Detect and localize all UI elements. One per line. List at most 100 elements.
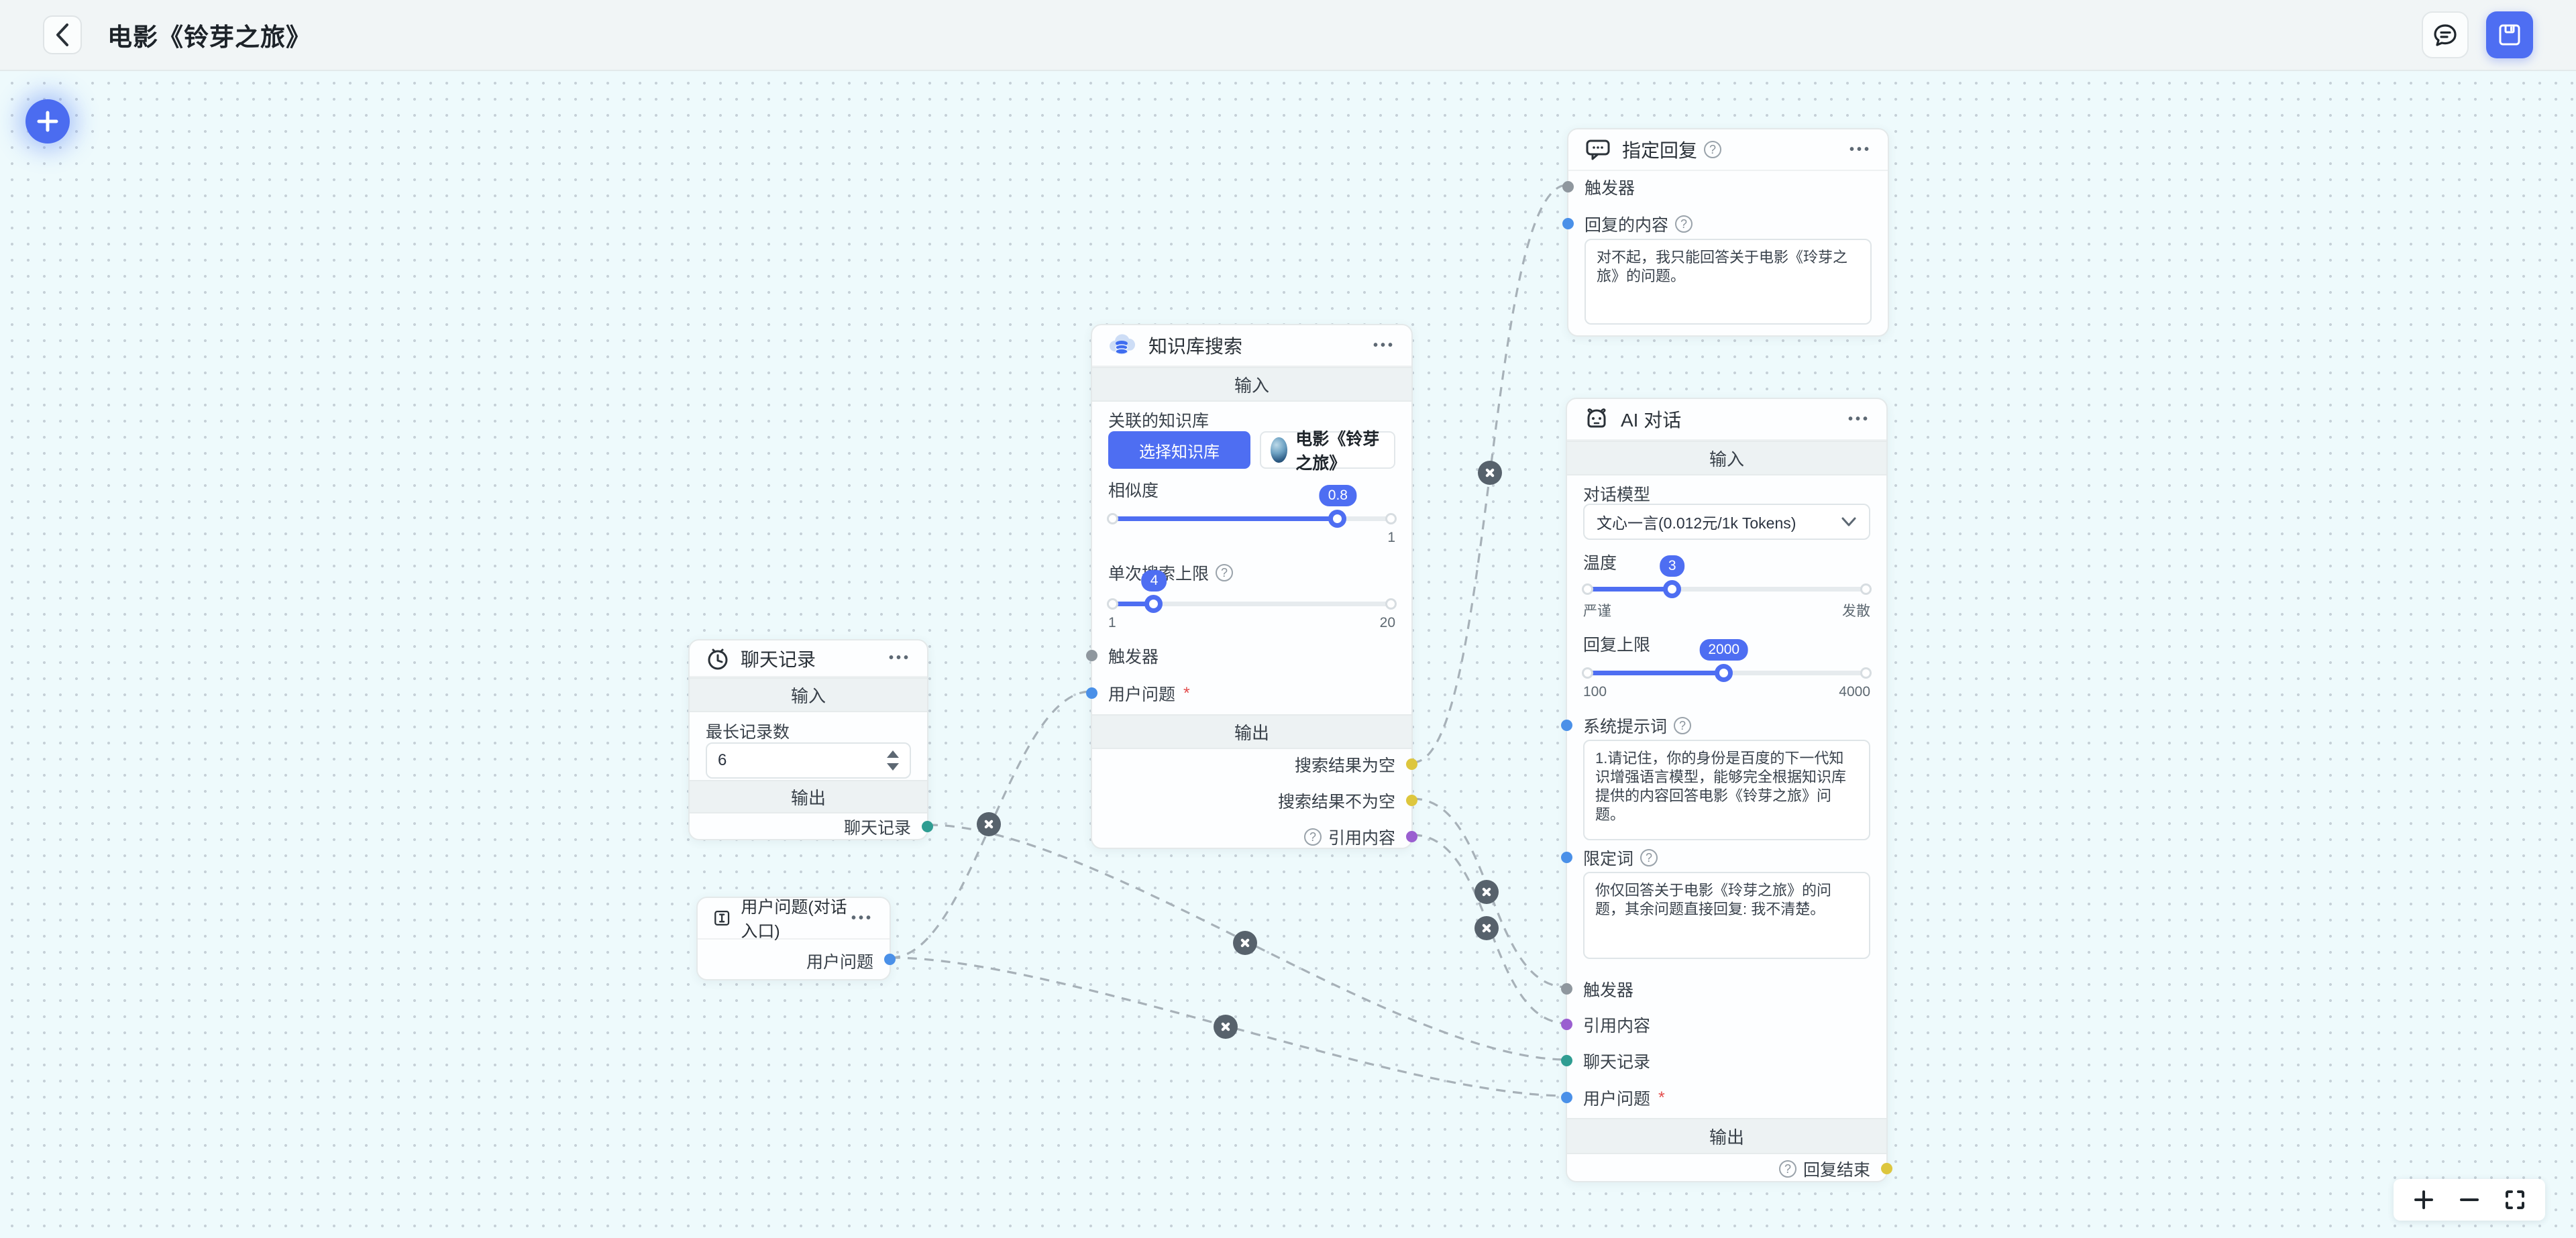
- edge-delete-button[interactable]: [1233, 931, 1257, 955]
- port-out-reference[interactable]: [1406, 831, 1417, 842]
- node-menu-button[interactable]: •••: [1373, 337, 1395, 353]
- fit-view-button[interactable]: [2504, 1188, 2526, 1211]
- slider-fill: [1583, 587, 1672, 592]
- port-out-result-not-empty[interactable]: [1406, 795, 1417, 806]
- slider-fill: [1108, 602, 1155, 606]
- node-header[interactable]: 指定回复 ? •••: [1568, 129, 1888, 171]
- port-out-reply-end[interactable]: [1881, 1163, 1892, 1174]
- slider-value-bubble: 4: [1141, 570, 1167, 592]
- port-in-chat-history[interactable]: [1561, 1055, 1572, 1066]
- chevron-left-icon: [56, 23, 68, 46]
- robot-icon: [1587, 408, 1606, 428]
- zoom-in-button[interactable]: [2412, 1188, 2435, 1211]
- trigger-input-row: 触发器: [1583, 981, 1634, 1000]
- help-icon: ?: [1216, 564, 1234, 581]
- port-in-user-question[interactable]: [1086, 687, 1097, 699]
- edge-delete-button[interactable]: [1214, 1015, 1238, 1039]
- reply-content-textarea[interactable]: 对不起，我只能回答关于电影《玲芽之旅》的问题。: [1585, 239, 1872, 325]
- chat-preview-button[interactable]: [2422, 11, 2469, 58]
- back-button[interactable]: [43, 15, 82, 54]
- save-button[interactable]: [2486, 11, 2533, 58]
- port-out-user-question[interactable]: [884, 954, 896, 965]
- slider-track[interactable]: [1583, 587, 1870, 592]
- port-out-result-empty[interactable]: [1406, 758, 1417, 770]
- port-in-qualifier[interactable]: [1561, 852, 1572, 863]
- system-prompt-label: 系统提示词 ?: [1583, 714, 1870, 737]
- reply-limit-range-labels: 100 4000: [1583, 684, 1870, 699]
- stepper-down-button[interactable]: [887, 763, 899, 771]
- x-icon: [1482, 923, 1491, 933]
- node-fixed-reply[interactable]: 指定回复 ? ••• 触发器 回复的内容 ? 对不起，我只能回答关于电影《玲芽之…: [1562, 128, 1889, 337]
- kb-actions-row: 选择知识库 电影《铃芽之旅》: [1108, 430, 1395, 473]
- slider-handle[interactable]: [1328, 510, 1347, 528]
- help-icon: ?: [1778, 1160, 1796, 1178]
- stepper-up-button[interactable]: [887, 750, 899, 758]
- slider-value-bubble: 0.8: [1319, 485, 1356, 506]
- user-question-input-row: 用户问题*: [1108, 683, 1190, 705]
- kb-chip[interactable]: 电影《铃芽之旅》: [1260, 430, 1395, 473]
- model-select[interactable]: 文心一言(0.012元/1k Tokens): [1583, 504, 1870, 540]
- node-menu-button[interactable]: •••: [888, 651, 911, 665]
- node-kb-search[interactable]: 知识库搜索 ••• 输入 关联的知识库 选择知识库 电影《铃芽之旅》 相似度 0…: [1086, 324, 1417, 849]
- zoom-out-button[interactable]: [2458, 1188, 2481, 1211]
- max-records-input[interactable]: 6: [706, 742, 911, 779]
- node-user-question-entry[interactable]: 用户问题(对话入口) ••• 用户问题: [696, 897, 896, 980]
- port-in-system-prompt[interactable]: [1561, 720, 1572, 731]
- system-prompt-textarea[interactable]: 1.请记住，你的身份是百度的下一代知识增强语言模型，能够完全根据知识库提供的内容…: [1583, 740, 1870, 840]
- edge-delete-button[interactable]: [1474, 880, 1499, 904]
- node-header[interactable]: 知识库搜索 •••: [1092, 325, 1411, 367]
- x-icon: [1485, 468, 1495, 477]
- node-title: 知识库搜索: [1148, 336, 1243, 357]
- output-row-reply-end: ? 回复结束: [1583, 1158, 1870, 1180]
- port-in-trigger[interactable]: [1561, 983, 1572, 995]
- slider-handle[interactable]: [1714, 664, 1733, 682]
- reply-limit-slider: 2000: [1582, 639, 1872, 686]
- output-section-header: 输出: [1092, 714, 1411, 749]
- edge-question-to-ai[interactable]: [890, 956, 1568, 1097]
- zoom-controls: [2394, 1179, 2545, 1221]
- top-bar: 电影《铃芽之旅》: [0, 0, 2576, 71]
- port-in-trigger[interactable]: [1086, 650, 1097, 661]
- edge-delete-button[interactable]: [1478, 461, 1502, 485]
- reply-limit-label: 回复上限: [1583, 636, 1651, 655]
- kb-avatar: [1271, 437, 1288, 463]
- add-node-button[interactable]: [25, 99, 70, 144]
- port-in-trigger[interactable]: [1562, 181, 1574, 192]
- slider-handle[interactable]: [1144, 595, 1163, 613]
- similarity-slider: 0.8: [1107, 485, 1397, 532]
- port-in-user-question[interactable]: [1561, 1092, 1572, 1103]
- node-menu-button[interactable]: •••: [1849, 142, 1872, 157]
- select-kb-button[interactable]: 选择知识库: [1108, 431, 1250, 469]
- slider-value-bubble: 2000: [1699, 639, 1749, 661]
- node-header[interactable]: 用户问题(对话入口) •••: [698, 898, 890, 941]
- clock-icon: [708, 649, 728, 669]
- output-section-header: 输出: [1567, 1118, 1886, 1154]
- history-input-row: 聊天记录: [1583, 1053, 1651, 1072]
- x-icon: [984, 820, 994, 829]
- node-menu-button[interactable]: •••: [851, 910, 873, 925]
- node-header[interactable]: 聊天记录 •••: [690, 640, 927, 677]
- help-icon: ?: [1674, 717, 1692, 734]
- slider-max-knob: [1385, 513, 1397, 524]
- port-out-chat-history[interactable]: [922, 821, 933, 832]
- similarity-range-labels: 1: [1387, 530, 1395, 545]
- chat-bubble-icon: [2434, 24, 2457, 46]
- input-section-header: 输入: [1092, 367, 1411, 402]
- node-ai-chat[interactable]: AI 对话 ••• 输入 对话模型 文心一言(0.012元/1k Tokens)…: [1561, 398, 1892, 1182]
- input-section-header: 输入: [690, 677, 927, 712]
- input-section-header: 输入: [1567, 441, 1886, 475]
- slider-handle[interactable]: [1662, 580, 1681, 598]
- qualifier-textarea[interactable]: 你仅回答关于电影《玲芽之旅》的问题，其余问题直接回复: 我不清楚。: [1583, 872, 1870, 959]
- node-menu-button[interactable]: •••: [1847, 411, 1870, 427]
- node-header[interactable]: AI 对话 •••: [1567, 399, 1886, 441]
- port-in-reply-content[interactable]: [1562, 218, 1574, 229]
- slider-track[interactable]: [1108, 602, 1395, 606]
- node-chat-history[interactable]: 聊天记录 ••• 输入 最长记录数 6 输出 聊天记录: [688, 639, 933, 840]
- port-in-reference[interactable]: [1561, 1019, 1572, 1030]
- edge-delete-button[interactable]: [977, 812, 1001, 836]
- edge-delete-button[interactable]: [1474, 916, 1499, 940]
- node-title: 聊天记录: [741, 649, 816, 670]
- slider-max-knob: [1385, 598, 1397, 610]
- knowledge-base-icon: [1110, 334, 1136, 355]
